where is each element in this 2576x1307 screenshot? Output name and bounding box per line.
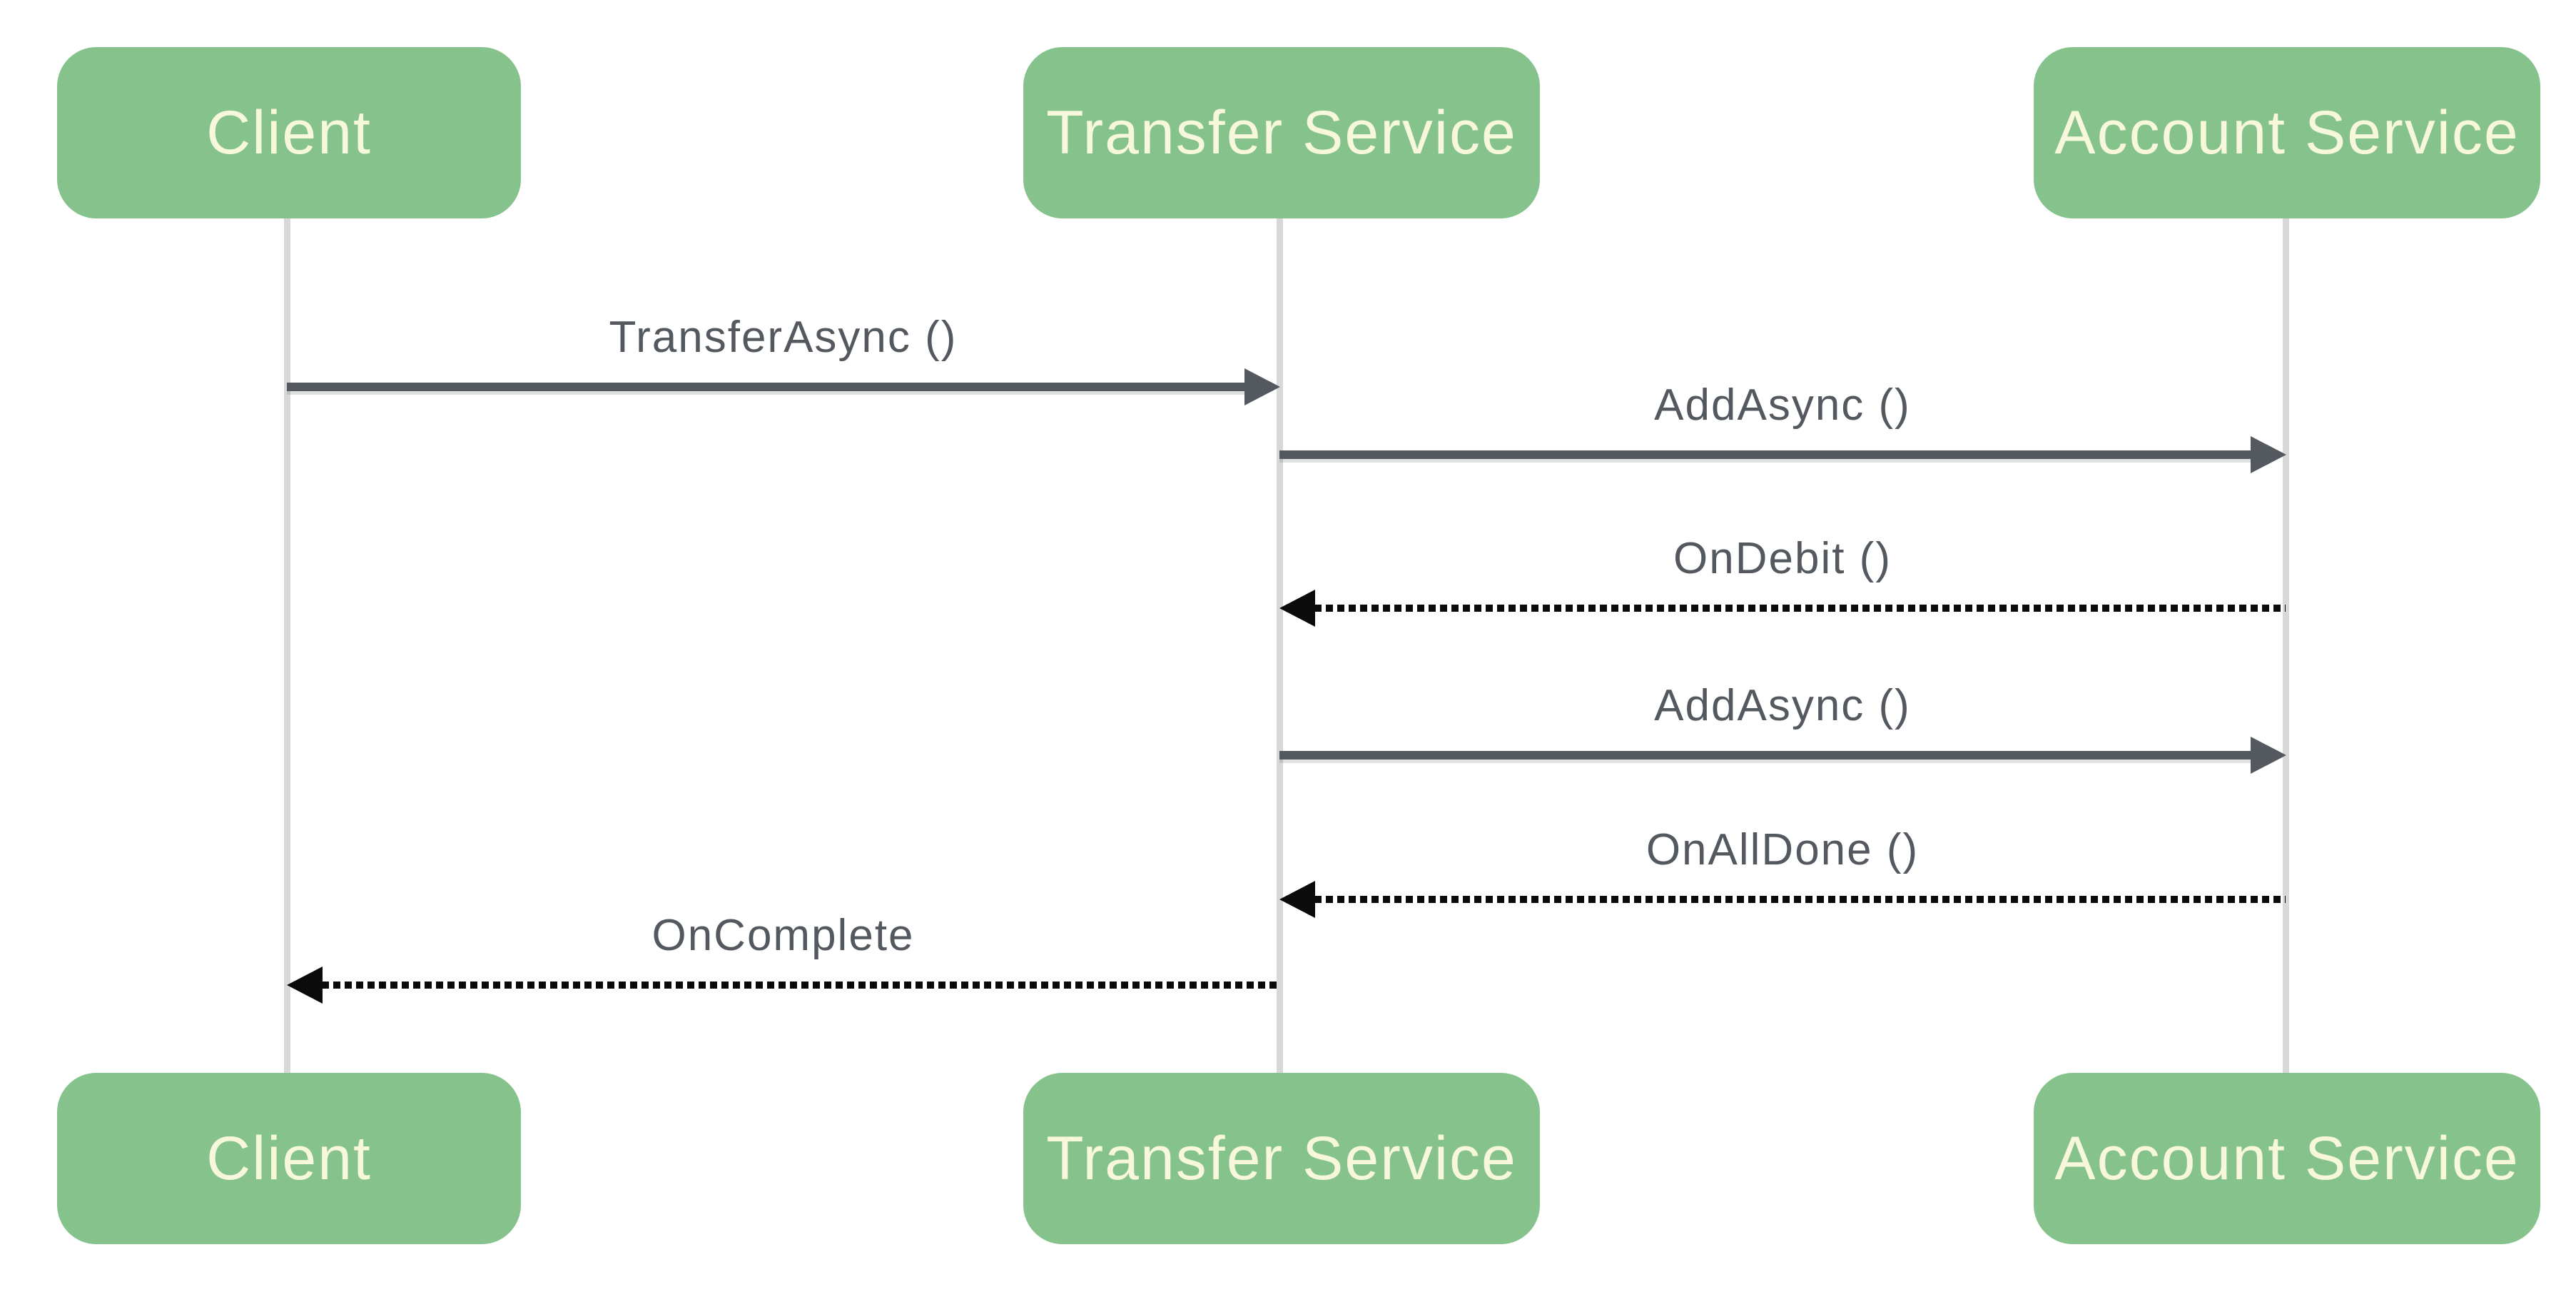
participant-transfer-service-bottom: Transfer Service [1023,1073,1540,1244]
participant-account-service-bottom: Account Service [2034,1073,2540,1244]
message-line-ondebit [1314,605,2286,612]
lifeline-client [284,218,290,1073]
participant-label: Client [206,1124,372,1193]
arrowhead-right-icon [1244,368,1280,405]
participant-label: Transfer Service [1046,1124,1517,1193]
message-label-addasync-1: AddAsync () [1654,380,1911,430]
participant-client-top: Client [57,47,521,218]
arrowhead-right-icon [2251,737,2286,774]
arrowhead-left-icon [1279,881,1315,918]
participant-label: Account Service [2054,1124,2520,1193]
message-line-addasync-1 [1279,450,2251,459]
participant-transfer-service-top: Transfer Service [1023,47,1540,218]
message-line-transferasync [287,383,1245,391]
participant-client-bottom: Client [57,1073,521,1244]
message-line-onalldone [1314,896,2286,903]
participant-account-service-top: Account Service [2034,47,2540,218]
lifeline-transfer-service [1277,218,1283,1073]
lifeline-account-service [2283,218,2289,1073]
message-label-oncomplete: OnComplete [651,911,915,960]
message-label-onalldone: OnAllDone () [1646,825,1920,874]
message-label-transferasync: TransferAsync () [609,313,958,362]
participant-label: Client [206,98,372,167]
arrowhead-right-icon [2251,436,2286,473]
message-line-oncomplete [322,981,1279,989]
message-label-addasync-2: AddAsync () [1654,681,1911,730]
message-label-ondebit: OnDebit () [1673,534,1892,583]
participant-label: Account Service [2054,98,2520,167]
arrowhead-left-icon [287,967,323,1004]
message-line-addasync-2 [1279,751,2251,760]
participant-label: Transfer Service [1046,98,1517,167]
arrowhead-left-icon [1279,590,1315,627]
